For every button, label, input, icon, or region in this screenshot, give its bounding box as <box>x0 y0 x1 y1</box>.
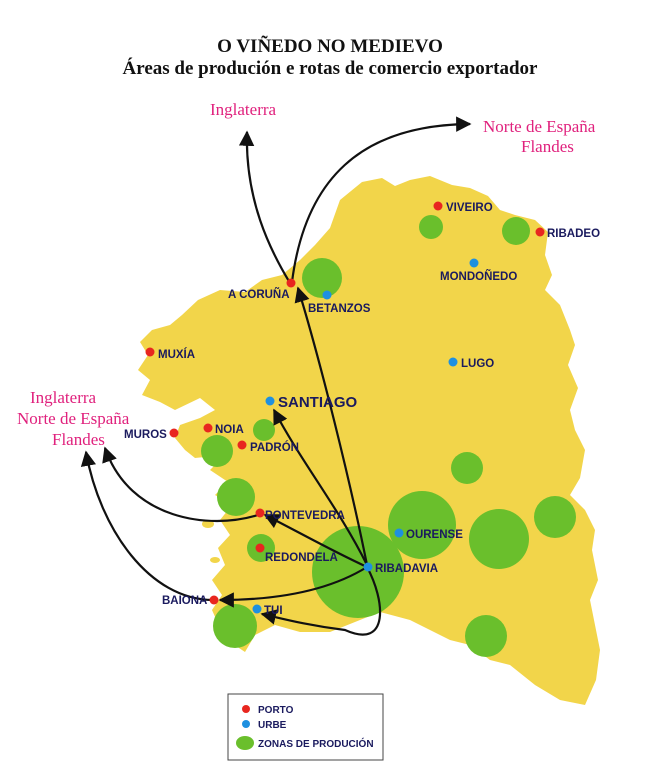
port-padron <box>237 440 247 450</box>
label-viveiro: VIVEIRO <box>446 202 493 214</box>
zone-east-2 <box>469 509 529 569</box>
route-pontevedra-left1 <box>102 446 259 523</box>
zone-east-4 <box>465 615 507 657</box>
port-a-coruna <box>286 278 296 288</box>
zone-east-1 <box>451 452 483 484</box>
zone-tui <box>213 604 257 648</box>
label-ribadeo: RIBADEO <box>547 228 600 240</box>
trade-routes <box>80 116 472 636</box>
label-muxia: MUXÍA <box>158 348 195 361</box>
dest-norte-espana-top: Norte de España <box>483 117 596 136</box>
zone-ribadeo <box>502 217 530 245</box>
zone-noia <box>201 435 233 467</box>
map-title: O VIÑEDO NO MEDIEVO <box>217 36 443 57</box>
production-zones <box>201 215 576 657</box>
port-noia <box>203 423 213 433</box>
port-pontevedra <box>255 508 265 518</box>
port-muros <box>169 428 179 438</box>
label-tui: TUI <box>264 605 283 617</box>
legend: PORTO URBE ZONAS DE PRODUCIÓN <box>227 693 384 761</box>
route-coruna-norte <box>290 116 472 283</box>
place-labels: VIVEIRO RIBADEO MONDOÑEDO A CORUÑA BETAN… <box>124 202 600 617</box>
label-lugo: LUGO <box>461 358 494 370</box>
legend-zone-icon <box>236 736 254 750</box>
city-ribadavia <box>363 562 373 572</box>
zone-east-3 <box>534 496 576 538</box>
legend-port-icon <box>242 705 250 713</box>
route-ribadavia-santiago <box>273 408 368 566</box>
city-lugo <box>448 357 458 367</box>
city-mondonedo <box>469 258 479 268</box>
dest-inglaterra-top: Inglaterra <box>210 100 277 119</box>
route-ribadavia-baiona <box>218 566 368 608</box>
route-ribadavia-tui <box>260 566 382 636</box>
label-noia: NOIA <box>215 424 244 436</box>
label-redondela: REDONDELA <box>265 552 338 564</box>
label-baiona: BAIONA <box>162 595 207 607</box>
city-santiago <box>265 396 275 406</box>
zone-betanzos <box>302 258 342 298</box>
city-ourense <box>394 528 404 538</box>
label-betanzos: BETANZOS <box>308 303 371 315</box>
legend-box <box>227 693 384 761</box>
port-baiona <box>209 595 219 605</box>
zone-ourense <box>388 491 456 559</box>
zone-santiago <box>253 419 275 441</box>
route-ribadavia-coruna <box>294 286 369 566</box>
port-redondela <box>255 543 265 553</box>
label-pontevedra: PONTEVEDRA <box>265 510 345 522</box>
dest-norte-espana-left: Norte de España <box>17 409 130 428</box>
dest-flandes-left: Flandes <box>52 430 105 449</box>
route-coruna-inglaterra <box>238 130 291 284</box>
label-ourense: OURENSE <box>406 529 463 541</box>
route-ribadavia-pontevedra <box>263 514 368 568</box>
port-muxia <box>145 347 155 357</box>
dest-inglaterra-left: Inglaterra <box>30 388 97 407</box>
legend-zonas: ZONAS DE PRODUCIÓN <box>258 737 374 750</box>
label-santiago: SANTIAGO <box>278 394 358 411</box>
galicia-landmass <box>138 176 600 705</box>
label-mondonedo: MONDOÑEDO <box>440 270 517 283</box>
zone-viveiro <box>419 215 443 239</box>
port-viveiro <box>433 201 443 211</box>
city-betanzos <box>322 290 332 300</box>
city-tui <box>252 604 262 614</box>
zone-pontevedra <box>217 478 255 516</box>
label-ribadavia: RIBADAVIA <box>375 563 438 575</box>
place-markers <box>145 201 545 614</box>
label-padron: PADRÓN <box>250 441 299 454</box>
legend-urbe: URBE <box>258 720 287 731</box>
map-subtitle: Áreas de produción e rotas de comercio e… <box>122 58 538 79</box>
port-ribadeo <box>535 227 545 237</box>
label-a-coruna: A CORUÑA <box>228 288 290 301</box>
legend-porto: PORTO <box>258 705 294 716</box>
route-baiona-left2 <box>80 450 214 602</box>
legend-city-icon <box>242 720 250 728</box>
dest-flandes-top: Flandes <box>521 137 574 156</box>
label-muros: MUROS <box>124 429 167 441</box>
